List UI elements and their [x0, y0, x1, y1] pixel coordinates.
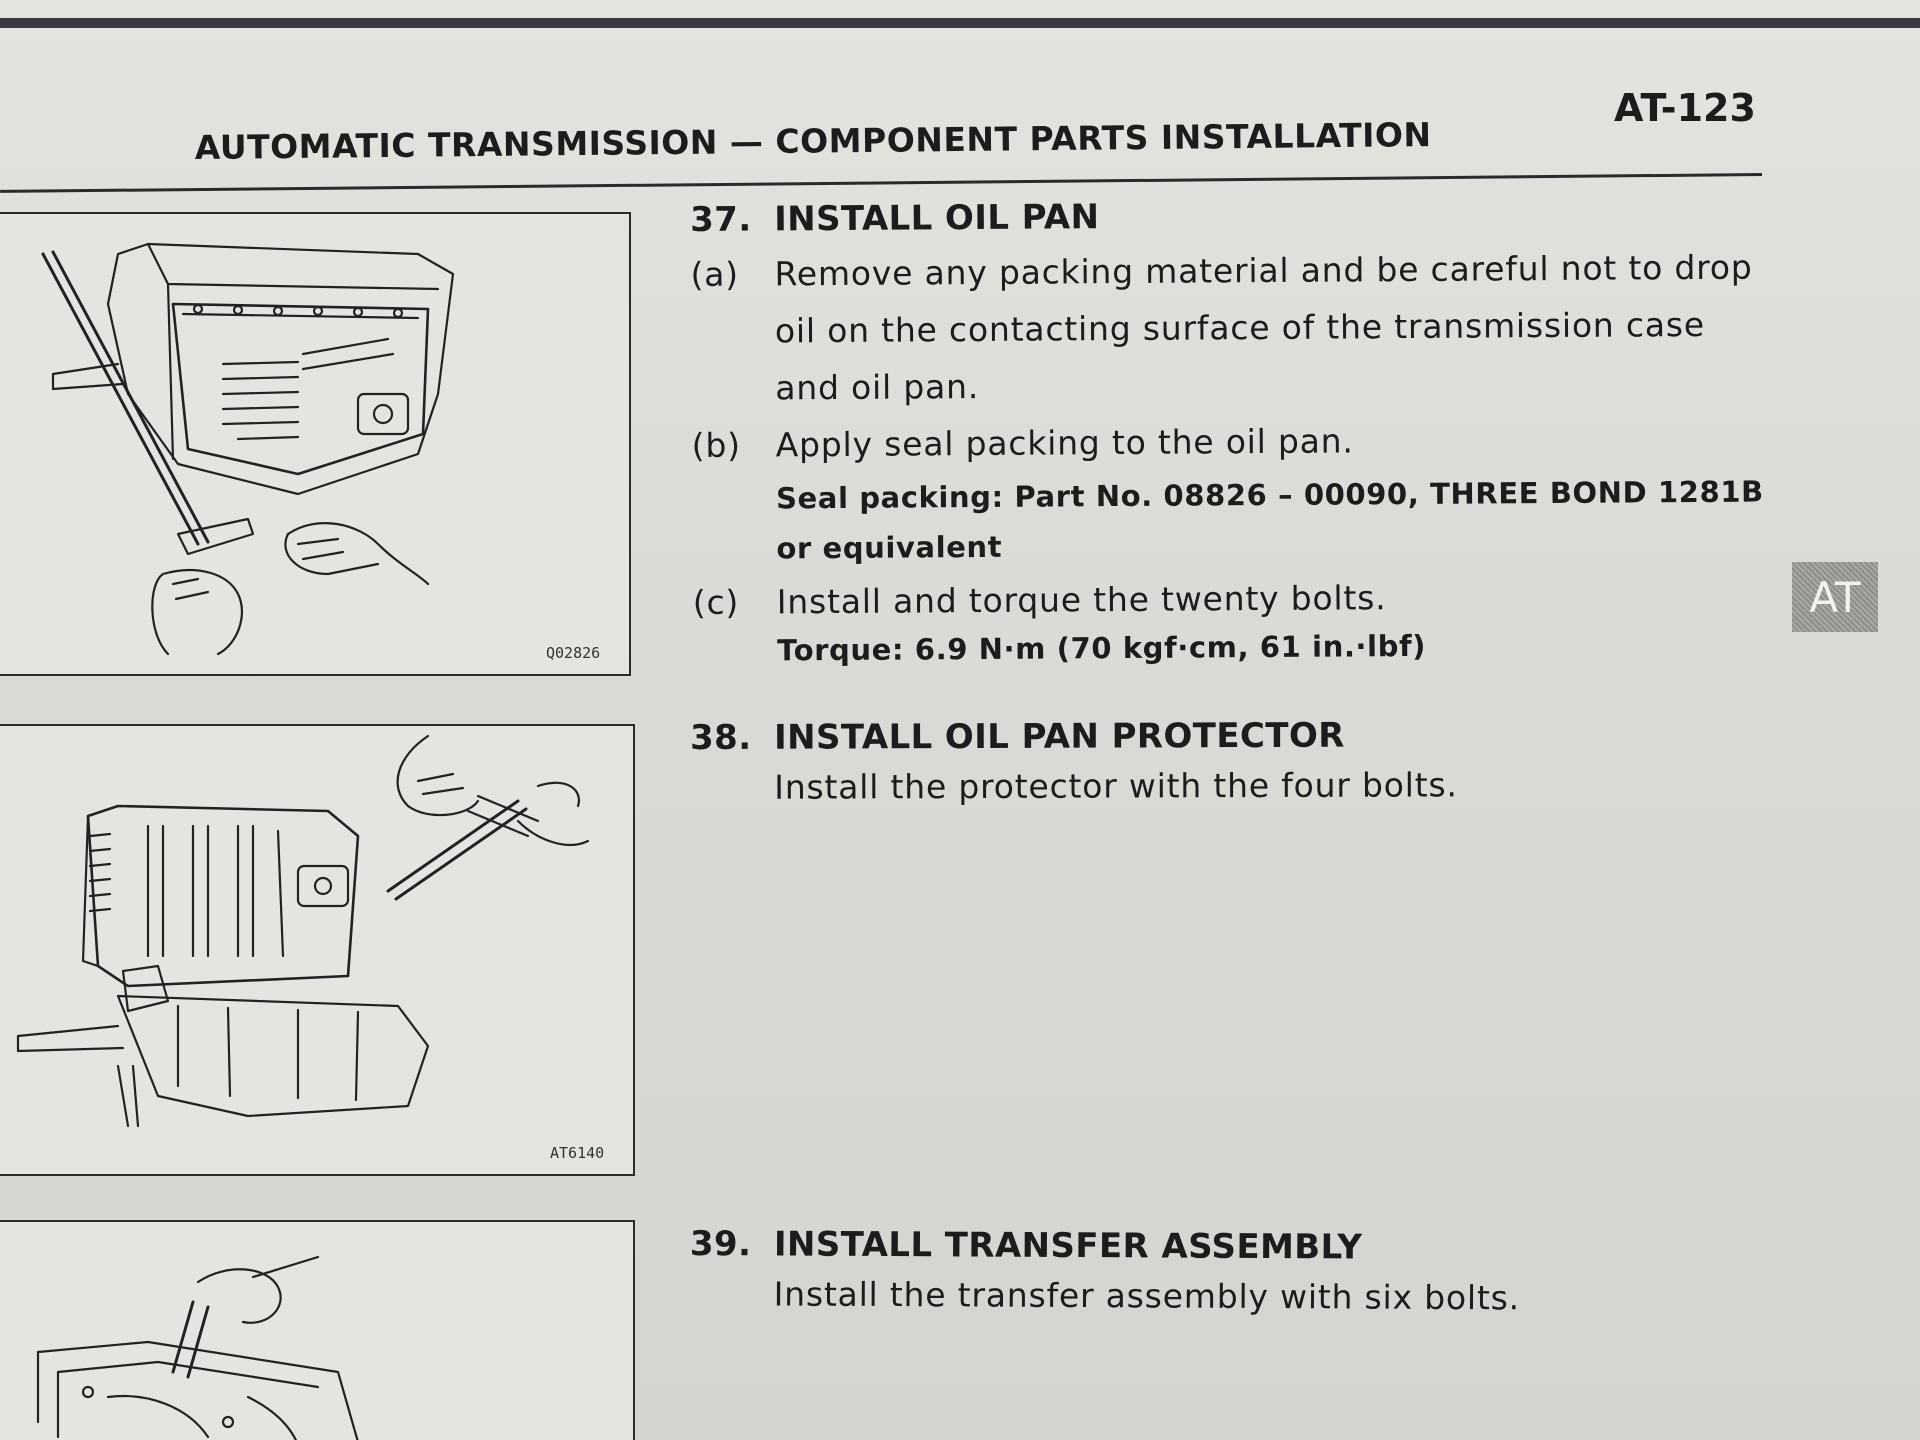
step-title: INSTALL OIL PAN PROTECTOR — [773, 715, 1345, 758]
seal-packing-spec: Seal packing: Part No. 08826 – 00090, TH… — [775, 474, 1764, 566]
substep-label: (c) — [692, 582, 740, 622]
figure-code: AT6140 — [550, 1144, 605, 1162]
page-header-title: AUTOMATIC TRANSMISSION — COMPONENT PARTS… — [194, 115, 1432, 167]
substep-text: Apply seal packing to the oil pan. — [775, 421, 1354, 465]
page-number: AT-123 — [1614, 86, 1756, 130]
substep-b: (b) Apply seal packing to the oil pan. S… — [692, 409, 1773, 574]
step-text: Install the protector with the four bolt… — [774, 765, 1458, 807]
substep-text: Remove any packing material and be caref… — [774, 247, 1753, 408]
section-tab-at: AT — [1792, 562, 1878, 632]
step-37-install-oil-pan: 37. INSTALL OIL PAN (a) Remove any packin… — [690, 192, 1773, 671]
figure-install-oil-pan-protector: AT6140 — [0, 724, 635, 1176]
figure-install-transfer-assembly — [0, 1220, 635, 1440]
step-number: 37. — [690, 199, 752, 240]
figure-install-oil-pan: Q02826 — [0, 212, 631, 676]
step-39-install-transfer-assembly: 39. INSTALL TRANSFER ASSEMBLY Install the… — [689, 1224, 1769, 1326]
step-heading: 38. INSTALL OIL PAN PROTECTOR — [690, 714, 1770, 758]
oil-pan-illustration — [41, 242, 455, 656]
transfer-assembly-illustration — [36, 1255, 359, 1440]
step-heading: 39. INSTALL TRANSFER ASSEMBLY — [690, 1224, 1770, 1270]
step-number: 38. — [690, 717, 752, 758]
step-38-install-oil-pan-protector: 38. INSTALL OIL PAN PROTECTOR Install the… — [690, 714, 1770, 814]
substep-c: (c) Install and torque the twenty bolts.… — [693, 566, 1774, 671]
step-text: Install the transfer assembly with six b… — [773, 1274, 1521, 1318]
header-divider — [0, 173, 1763, 193]
substep-label: (a) — [690, 254, 740, 294]
substep-label: (b) — [691, 425, 741, 465]
step-number: 39. — [689, 1224, 752, 1265]
oil-pan-protector-illustration — [16, 734, 590, 1128]
torque-spec: Torque: 6.9 N·m (70 kgf·cm, 61 in.·lbf) — [777, 628, 1427, 668]
substep-a: (a) Remove any packing material and be c… — [690, 238, 1771, 417]
section-tab-label: AT — [1809, 572, 1861, 622]
step-title: INSTALL OIL PAN — [773, 197, 1100, 240]
step-title: INSTALL TRANSFER ASSEMBLY — [773, 1224, 1363, 1268]
step-heading: 37. INSTALL OIL PAN — [690, 192, 1770, 240]
figure-code: Q02826 — [546, 644, 601, 662]
top-border — [0, 18, 1920, 28]
substep-text: Install and torque the twenty bolts. — [776, 578, 1387, 622]
